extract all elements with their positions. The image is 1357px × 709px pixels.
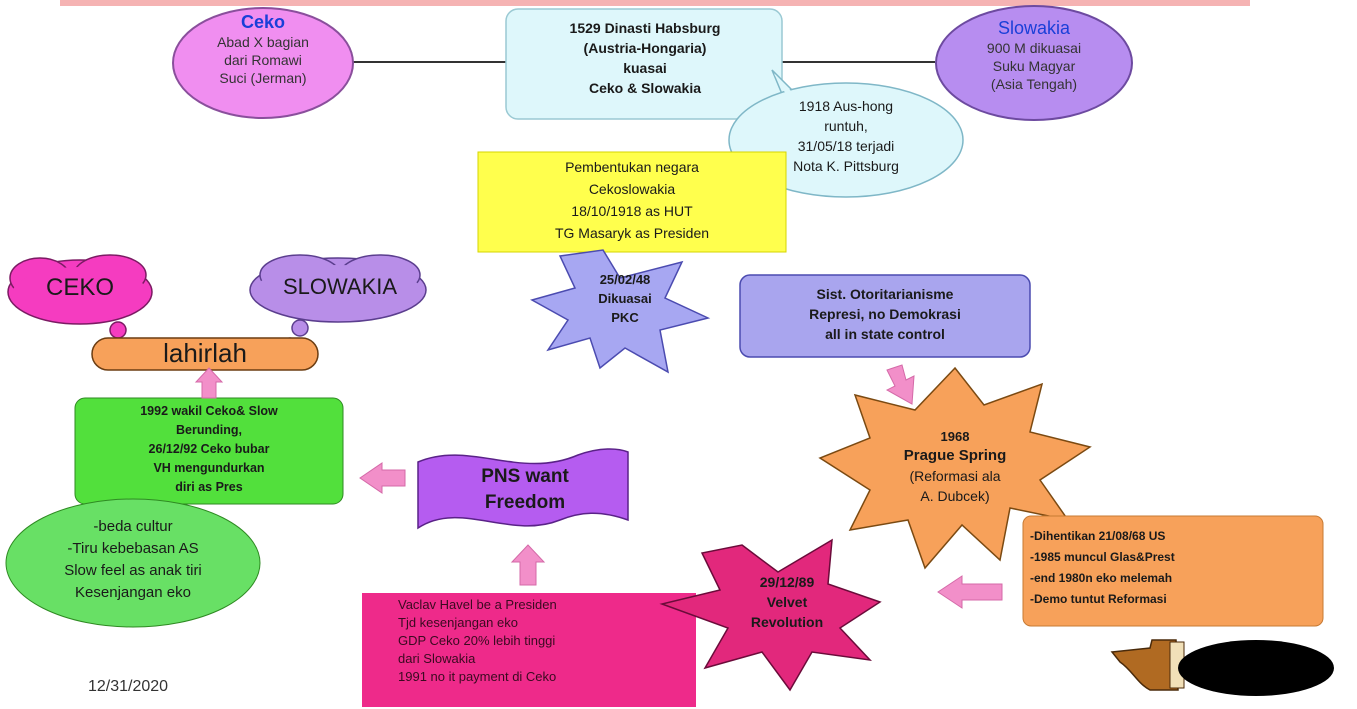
ceko-title: Ceko: [240, 12, 285, 32]
redaction-oval: [1178, 640, 1334, 696]
orange-box: [1022, 515, 1324, 627]
yellow-box-text: Pembentukan negara Cekoslowakia 18/10/19…: [554, 159, 710, 241]
star-velvet-text: 29/12/89 Velvet Revolution: [750, 574, 824, 630]
star-prague-text: 1968 Prague Spring (Reformasi ala A. Dub…: [880, 428, 1030, 506]
ceko-oval: [172, 7, 354, 119]
ceko-body: Abad X bagian dari Romawi Suci (Jerman): [217, 34, 309, 86]
pointing-hand-icon: [1110, 639, 1185, 691]
slowakia-body: 900 M dikuasai Suku Magyar (Asia Tengah): [986, 40, 1082, 92]
star-pkc: [530, 249, 711, 374]
box-1992-text: 1992 wakil Ceko& Slow Berunding, 26/12/9…: [140, 404, 278, 494]
arrow-left-to-velvet: [937, 575, 1003, 609]
habsburg-box: [505, 8, 783, 120]
date-footer: 12/31/2020: [88, 678, 169, 695]
prague-subtitle: (Reformasi ala A. Dubcek): [909, 468, 1001, 504]
slowakia-oval: [935, 5, 1133, 121]
ceko-oval-text: Ceko Abad X bagian dari Romawi Suci (Jer…: [178, 12, 348, 87]
slowakia-title: Slowakia: [997, 18, 1071, 38]
bubble-1918-text: 1918 Aus-hong runtuh, 31/05/18 terjadi N…: [793, 98, 899, 174]
yellow-box: [477, 151, 787, 253]
arrow-down-to-prague: [885, 364, 915, 405]
bubble-1918: [728, 82, 964, 198]
magenta-list-item: Tjd kesenjangan eko: [398, 615, 518, 630]
oval-reasons-text: -beda cultur -Tiru kebebasan AS Slow fee…: [64, 518, 202, 601]
prague-title: Prague Spring: [903, 447, 1007, 464]
cloud-ceko-text: CEKO: [45, 274, 114, 301]
prague-year: 1968: [940, 429, 970, 444]
banner-pns: [417, 448, 629, 530]
slowakia-oval-text: Slowakia 900 M dikuasai Suku Magyar (Asi…: [942, 18, 1126, 93]
arrow-up-lahirlah: [194, 367, 224, 399]
cloud-slowakia-text: SLOWAKIA: [282, 274, 398, 299]
otoriter-box: [739, 274, 1031, 358]
cloud-slowakia: [249, 254, 427, 349]
lahirlah-text: lahirlah: [163, 338, 247, 368]
habsburg-text: 1529 Dinasti Habsburg (Austria-Hongaria)…: [569, 20, 721, 96]
top-border-strip: [60, 0, 1250, 6]
magenta-list-item: GDP Ceko 20% lebih tinggi dari Slowakia: [398, 633, 556, 666]
star-prague-spring: [818, 366, 1092, 570]
otoriter-text: Sist. Otoritarianisme Represi, no Demokr…: [809, 286, 961, 342]
magenta-box: [362, 593, 696, 707]
arrow-left-to-1992: [359, 462, 406, 494]
star-velvet-revolution: [659, 538, 882, 692]
magenta-list: Vaclav Havel be a Presiden Tjd kesenjang…: [372, 596, 690, 686]
magenta-list-item: Vaclav Havel be a Presiden: [398, 597, 557, 612]
oval-reasons: [5, 498, 261, 628]
magenta-list-item: 1991 no it payment di Ceko: [398, 669, 557, 684]
arrow-up-to-banner: [510, 544, 546, 586]
banner-text: PNS want Freedom: [481, 466, 569, 513]
lahirlah-pill: [91, 337, 319, 371]
orange-box-text: -Dihentikan 21/08/68 US -1985 muncul Gla…: [1030, 529, 1175, 606]
star-pkc-text: 25/02/48 Dikuasai PKC: [598, 272, 652, 325]
cloud-ceko: [7, 254, 153, 351]
